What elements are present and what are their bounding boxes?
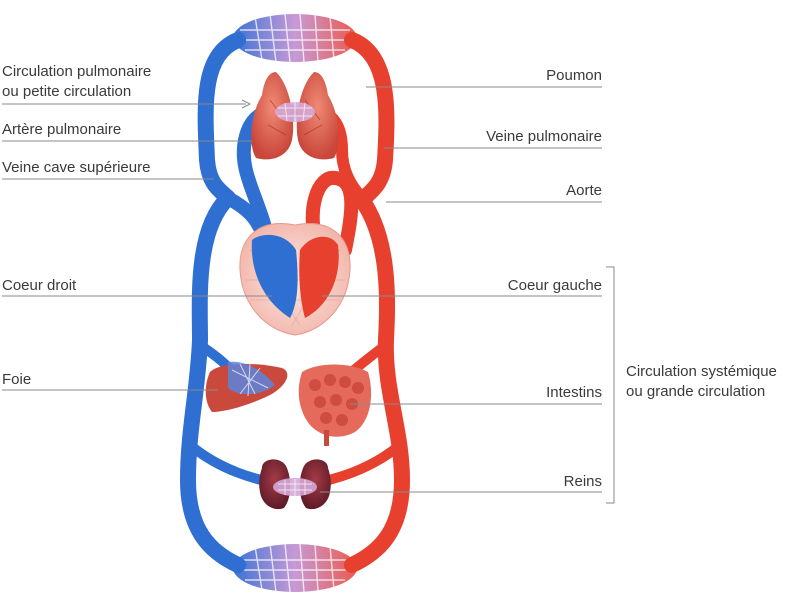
arterial-system — [294, 32, 411, 573]
kidneys — [259, 459, 331, 510]
label-pulmonary-artery: Artère pulmonaire — [2, 121, 122, 138]
leader-lines-right — [320, 86, 615, 504]
label-left-heart: Coeur gauche — [507, 277, 602, 294]
label-aorta: Aorte — [566, 182, 602, 199]
systemic-circulation-bracket — [606, 266, 615, 504]
label-pulmonary-vein: Veine pulmonaire — [486, 128, 602, 145]
label-kidneys: Reins — [563, 473, 602, 490]
leader-lines-left — [2, 99, 272, 391]
label-right-heart: Coeur droit — [2, 277, 77, 294]
label-pulmonary-circulation: Circulation pulmonaire ou petite circula… — [2, 62, 151, 102]
label-systemic-circulation: Circulation systémique ou grande circula… — [626, 362, 777, 402]
liver — [205, 361, 288, 412]
label-pulmonary-circulation-line1: Circulation pulmonaire — [2, 63, 152, 80]
label-systemic-circulation-line2: ou grande circulation — [626, 383, 766, 400]
lower-capillary-bed — [233, 543, 357, 593]
label-pulmonary-circulation-line2: ou petite circulation — [2, 83, 132, 100]
heart — [239, 223, 351, 336]
label-systemic-circulation-line1: Circulation systémique — [626, 363, 777, 380]
label-superior-vena-cava: Veine cave supérieure — [2, 159, 151, 176]
intestines — [298, 364, 372, 446]
leader-arrow-icon — [241, 99, 252, 109]
upper-capillary-bed — [233, 13, 357, 63]
label-intestines: Intestins — [546, 384, 602, 401]
label-lung: Poumon — [546, 67, 602, 84]
label-liver: Foie — [2, 371, 32, 388]
lungs — [251, 72, 339, 160]
